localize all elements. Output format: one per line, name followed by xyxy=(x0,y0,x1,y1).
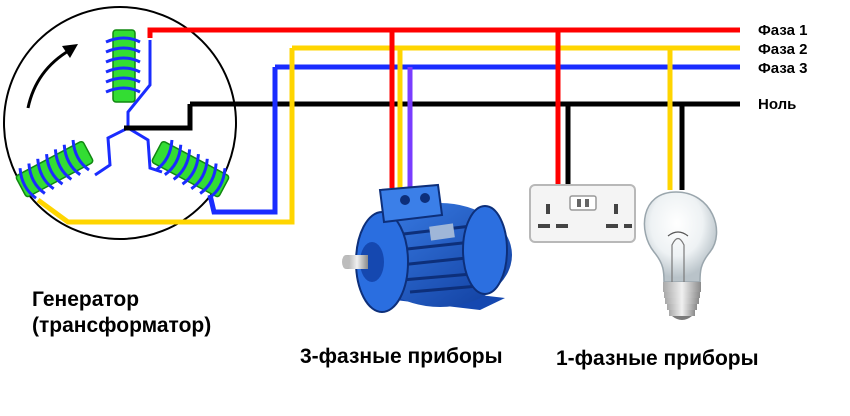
single-phase-caption: 1-фазные приборы xyxy=(556,347,759,370)
rotation-arrow-icon xyxy=(26,44,78,109)
motor-drops xyxy=(389,30,413,188)
supply-lines xyxy=(155,27,740,107)
coil-top xyxy=(105,29,141,103)
generator-caption: Генератор (трансформатор) xyxy=(32,287,211,339)
electric-motor-icon xyxy=(342,183,512,313)
phase2-label: Фаза 2 xyxy=(758,41,807,58)
three-phase-caption: 3-фазные приборы xyxy=(300,345,503,368)
neutral-label: Ноль xyxy=(758,96,796,113)
socket-drops xyxy=(555,30,571,186)
generator-caption-line2: (трансформатор) xyxy=(32,314,212,337)
generator-circle xyxy=(3,6,237,240)
phase1-label: Фаза 1 xyxy=(758,22,807,39)
generator-caption-line1: Генератор xyxy=(32,288,140,311)
wall-socket-icon xyxy=(529,184,636,243)
bulb-drops xyxy=(667,48,685,190)
coil-left xyxy=(15,139,94,200)
light-bulb-icon xyxy=(643,191,718,320)
phase3-label: Фаза 3 xyxy=(758,60,807,77)
coil-right xyxy=(151,139,230,200)
